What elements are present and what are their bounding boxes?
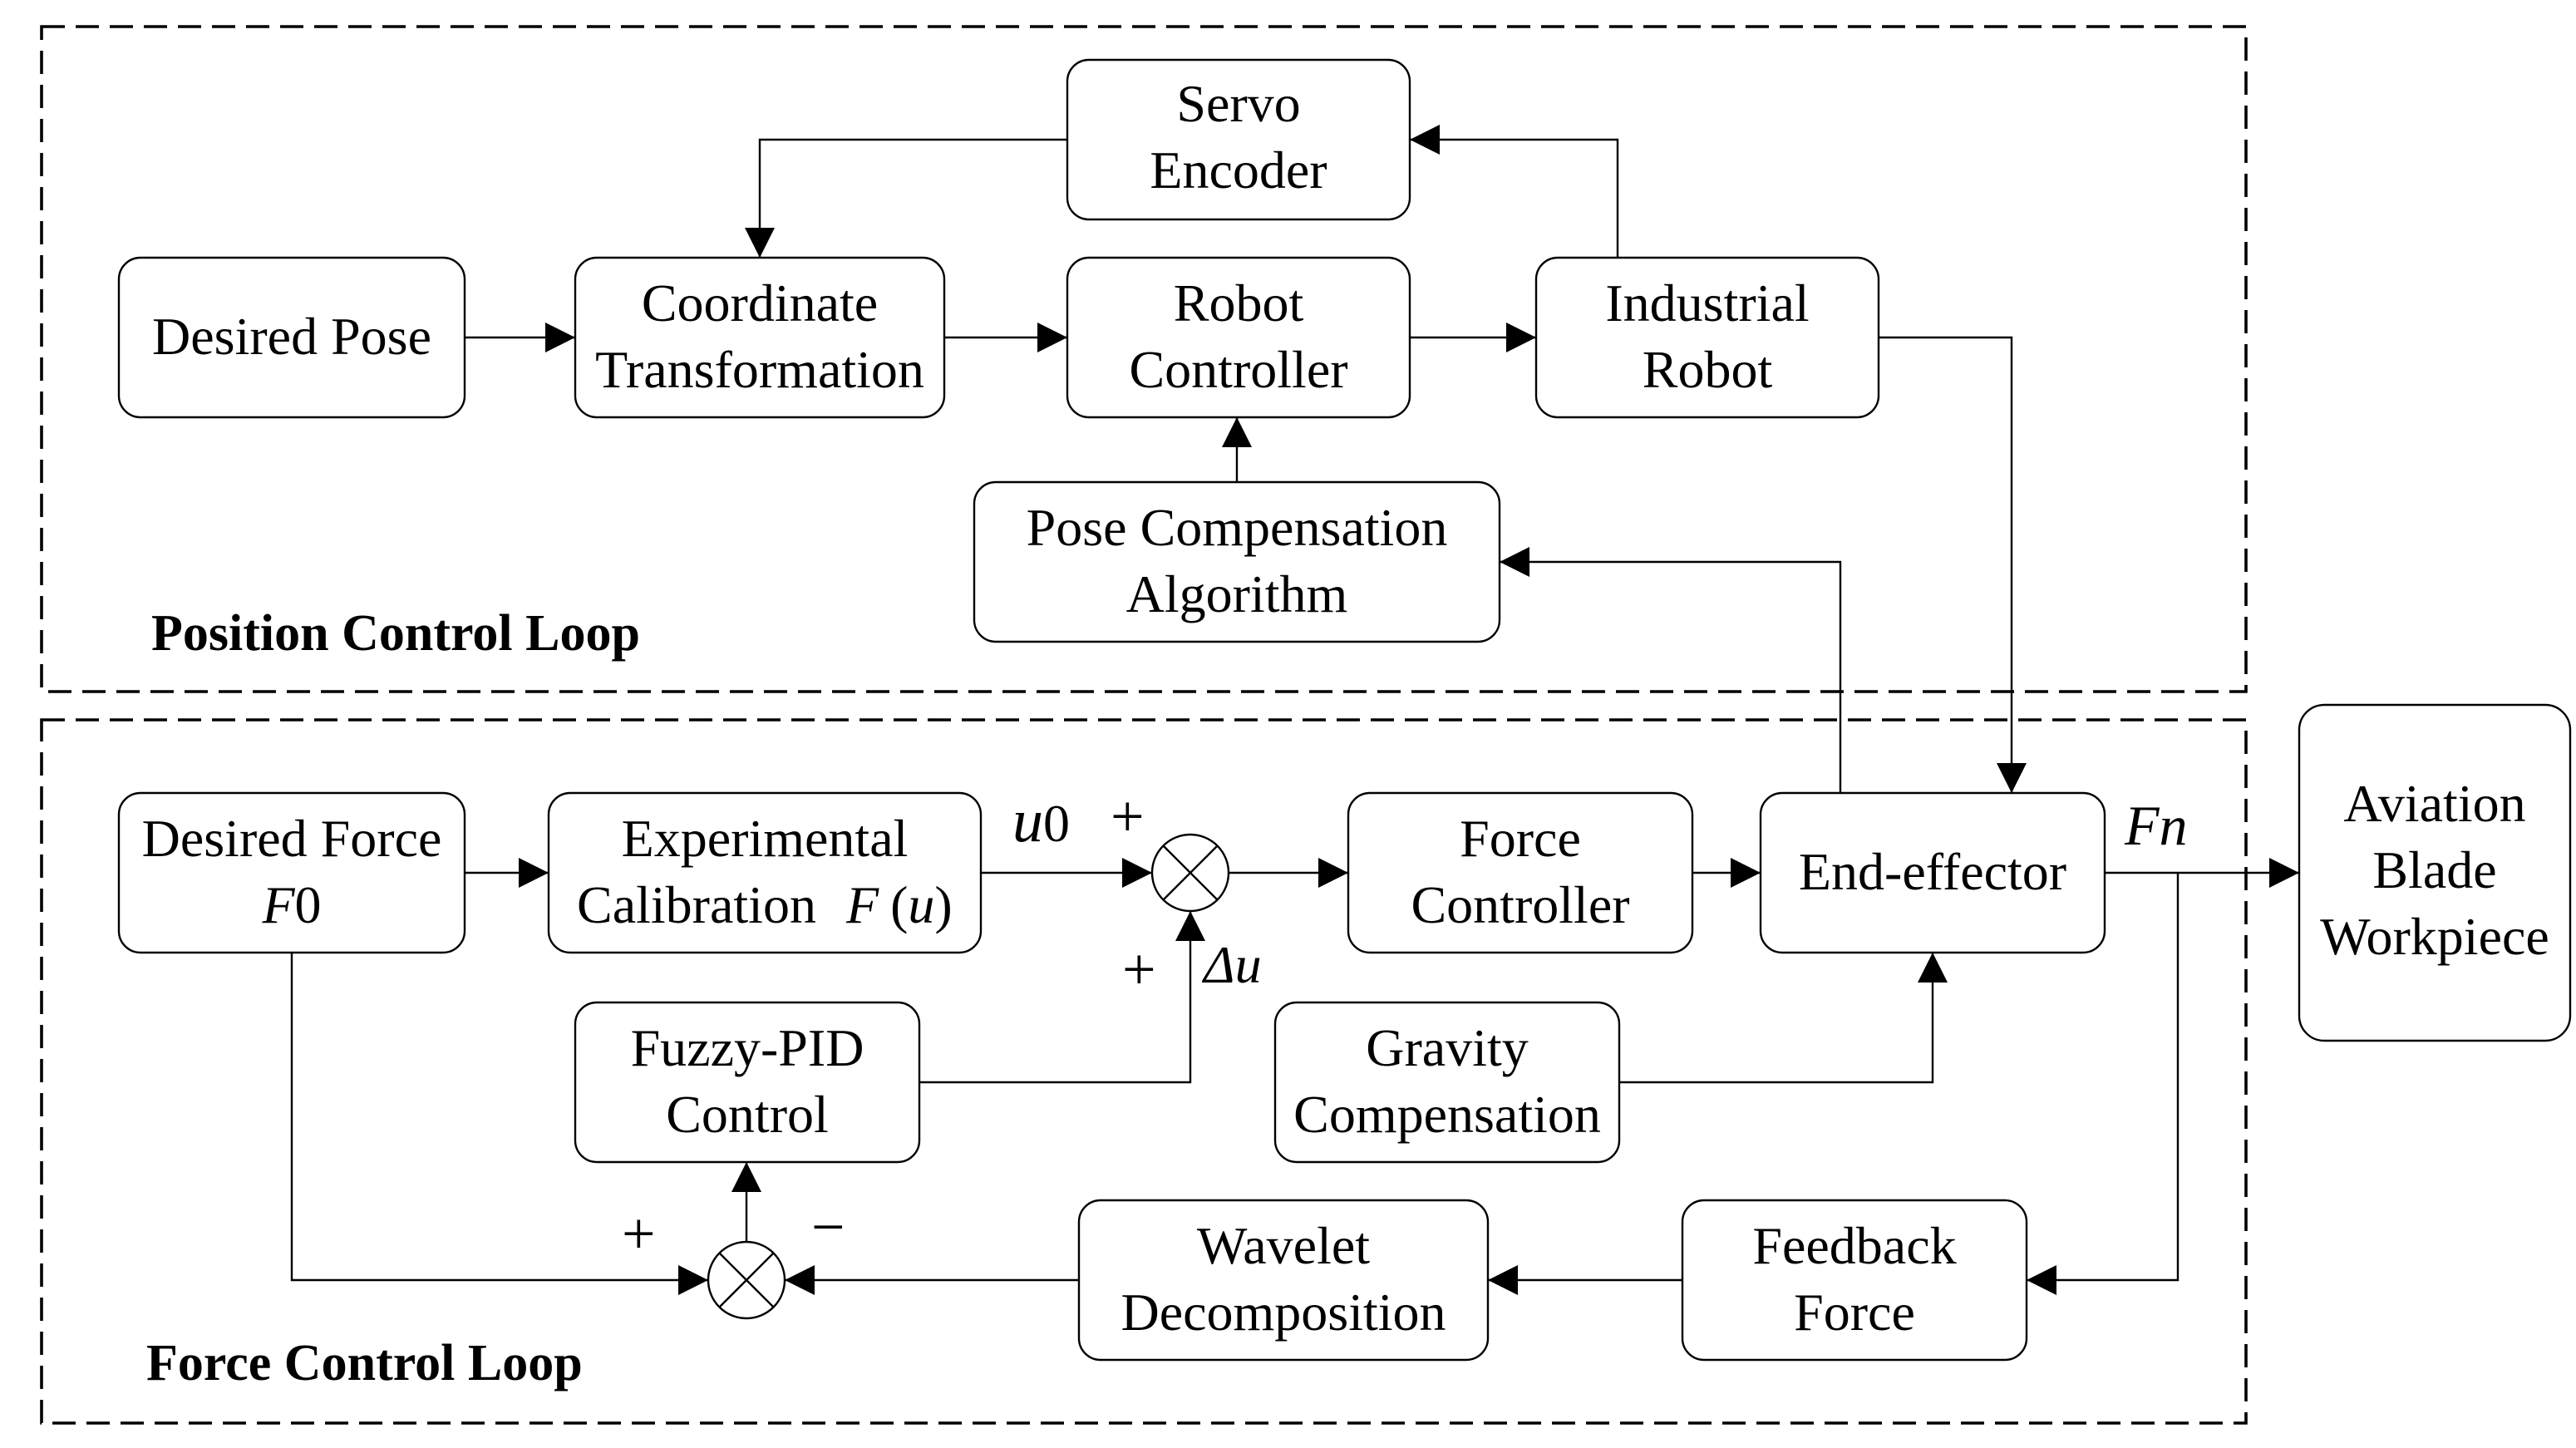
calibration-function: F(u) — [845, 875, 953, 934]
desired-force-line-1: Desired Force — [142, 809, 442, 868]
fuzzy-pid-block: Fuzzy-PID Control — [574, 1001, 921, 1164]
robot-controller-line-1: Robot — [1174, 273, 1304, 332]
industrial-robot-to-servo-encoder-arrow — [1410, 125, 1619, 258]
pose-compensation-line-2: Algorithm — [1126, 564, 1348, 623]
industrial-robot-line-2: Robot — [1643, 340, 1773, 399]
gravity-compensation-line-1: Gravity — [1366, 1018, 1529, 1077]
fn-signal-label: Fn — [2124, 794, 2188, 857]
coordinate-transformation-line-1: Coordinate — [642, 273, 878, 332]
desired-pose-block: Desired Pose — [117, 256, 466, 419]
feedback-force-block: Feedback Force — [1681, 1199, 2028, 1362]
gravity-compensation-line-2: Compensation — [1293, 1085, 1601, 1144]
delta-u-signal-label: Δu — [1201, 935, 1262, 994]
desired-force-block: Desired Force F0 — [117, 791, 466, 954]
force-loop-frame — [40, 718, 2248, 1425]
workpiece-line-3: Workpiece — [2320, 907, 2549, 966]
position-loop-label: Position Control Loop — [151, 605, 640, 662]
wavelet-decomposition-block: Wavelet Decomposition — [1077, 1199, 1490, 1362]
feedback-force-line-2: Force — [1794, 1283, 1915, 1342]
servo-encoder-to-coordinate-arrow — [745, 138, 1067, 258]
lower-sum-plus-left: + — [622, 1200, 656, 1267]
desired-force-symbol: F0 — [261, 875, 321, 934]
desired-force-to-lower-summing-arrow — [290, 953, 708, 1295]
coordinate-transformation-block: Coordinate Transformation — [574, 256, 946, 419]
upper-sum-plus-bottom: + — [1122, 936, 1156, 1002]
pose-compensation-line-1: Pose Compensation — [1027, 498, 1448, 557]
position-loop-frame — [40, 25, 2248, 693]
lower-sum-minus-right: − — [811, 1194, 845, 1260]
gravity-compensation-to-end-effector-arrow — [1619, 953, 1948, 1084]
experimental-calibration-line-1: Experimental — [622, 809, 909, 868]
u0-signal-label: u0 — [1012, 787, 1070, 855]
industrial-robot-block: Industrial Robot — [1534, 256, 1880, 419]
servo-encoder-line-2: Encoder — [1150, 140, 1327, 199]
servo-encoder-block: Servo Encoder — [1066, 58, 1411, 221]
wavelet-decomposition-line-1: Wavelet — [1197, 1216, 1370, 1275]
experimental-calibration-block: Experimental Calibration F(u) — [547, 791, 983, 954]
upper-summing-junction — [1150, 833, 1230, 913]
coordinate-transformation-line-2: Transformation — [595, 340, 924, 399]
fn-to-feedback-force-arrow — [2027, 873, 2180, 1295]
workpiece-line-1: Aviation — [2343, 774, 2525, 833]
end-effector-block: End-effector — [1759, 791, 2106, 954]
robot-controller-line-2: Controller — [1129, 340, 1347, 399]
gravity-compensation-block: Gravity Compensation — [1273, 1001, 1621, 1164]
fuzzy-pid-to-summing-arrow — [919, 911, 1205, 1084]
end-effector-text: End-effector — [1799, 842, 2066, 901]
force-controller-line-2: Controller — [1411, 875, 1629, 934]
force-loop-label: Force Control Loop — [146, 1335, 583, 1391]
fuzzy-pid-line-2: Control — [666, 1085, 829, 1144]
pose-compensation-block: Pose Compensation Algorithm — [973, 480, 1501, 643]
robot-controller-block: Robot Controller — [1066, 256, 1411, 419]
end-effector-to-pose-compensation-arrow — [1500, 547, 1842, 793]
feedback-force-line-1: Feedback — [1752, 1216, 1956, 1275]
industrial-robot-to-end-effector-arrow — [1879, 336, 2027, 793]
servo-encoder-line-1: Servo — [1176, 74, 1300, 133]
industrial-robot-line-1: Industrial — [1605, 273, 1809, 332]
workpiece-line-2: Blade — [2372, 840, 2496, 899]
experimental-calibration-line-2: Calibration — [577, 875, 816, 934]
desired-pose-text: Desired Pose — [152, 307, 431, 366]
force-controller-block: Force Controller — [1347, 791, 1694, 954]
workpiece-block: Aviation Blade Workpiece — [2298, 703, 2572, 1042]
lower-summing-junction — [707, 1240, 786, 1320]
fuzzy-pid-line-1: Fuzzy-PID — [631, 1018, 864, 1077]
force-controller-line-1: Force — [1460, 809, 1581, 868]
wavelet-decomposition-line-2: Decomposition — [1121, 1283, 1446, 1342]
upper-sum-plus-left: + — [1111, 783, 1145, 850]
